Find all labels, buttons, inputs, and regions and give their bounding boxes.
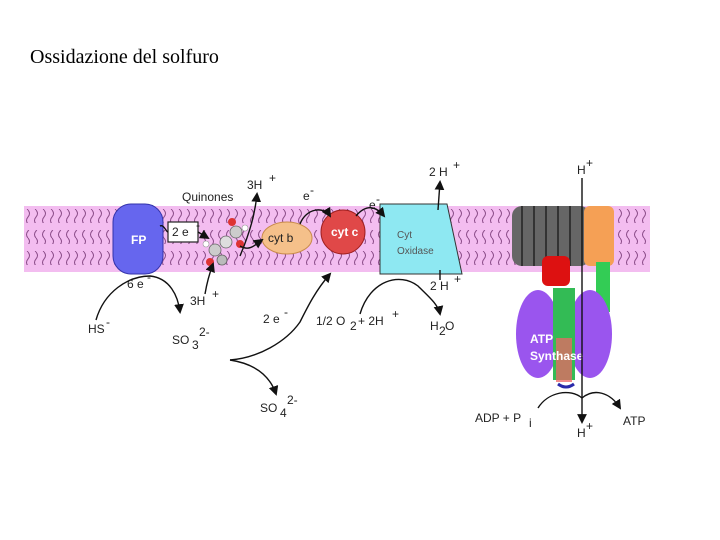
two-e-bottom: 2 e - — [263, 305, 288, 326]
svg-text:2-: 2- — [199, 325, 210, 339]
flavoprotein-fp: FP — [112, 203, 164, 275]
svg-text:+: + — [392, 307, 399, 321]
svg-text:e: e — [303, 189, 310, 203]
three-h-top: 3H + — [247, 171, 276, 192]
six-e: 6 e - — [127, 270, 151, 291]
three-h-bottom: 3H + — [190, 287, 219, 308]
cyt-oxidase-label-2: Oxidase — [397, 246, 434, 257]
slide-title: Ossidazione del solfuro — [30, 46, 219, 68]
svg-text:-: - — [106, 315, 110, 329]
svg-text:-: - — [196, 218, 200, 232]
svg-text:ADP + P: ADP + P — [475, 411, 521, 425]
svg-text:H: H — [577, 163, 586, 177]
atp-synthase-label-2: Synthase — [530, 349, 584, 363]
svg-text:4: 4 — [280, 406, 287, 420]
h-top: H + — [577, 156, 593, 177]
h-bottom: H + — [577, 419, 593, 440]
two-electron-box: 2 e - — [167, 218, 200, 243]
svg-text:H: H — [577, 426, 586, 440]
svg-text:2-: 2- — [287, 393, 298, 407]
svg-text:2 e: 2 e — [263, 312, 280, 326]
two-h-top: 2 H + — [429, 158, 460, 179]
cyt-b-label: cyt b — [268, 231, 294, 245]
svg-text:+: + — [269, 171, 276, 185]
svg-text:HS: HS — [88, 322, 105, 336]
svg-text:3H: 3H — [190, 294, 205, 308]
two-e-label: 2 e — [172, 225, 189, 239]
svg-text:+: + — [586, 419, 593, 433]
svg-text:2 H: 2 H — [430, 279, 449, 293]
quinones-label: Quinones — [182, 190, 233, 204]
atp-synthase: ATP Synthase — [512, 206, 614, 389]
svg-text:2 H: 2 H — [429, 165, 448, 179]
svg-text:+: + — [212, 287, 219, 301]
svg-text:-: - — [310, 183, 314, 197]
sulfate: SO 4 2- — [260, 393, 298, 420]
sulfite: SO 3 2- — [172, 325, 210, 352]
electron-label-1: e - — [303, 183, 314, 203]
svg-text:-: - — [147, 270, 151, 284]
svg-text:-: - — [376, 192, 380, 206]
adp-pi: ADP + P i — [475, 411, 532, 430]
oxygen-reaction: 1/2 O 2 + 2H + — [316, 307, 399, 333]
water: H 2 O — [430, 319, 454, 338]
svg-text:+: + — [454, 272, 461, 286]
cytochrome-oxidase: Cyt Oxidase — [379, 203, 463, 275]
svg-text:+: + — [586, 156, 593, 170]
cyt-c-label: cyt c — [331, 225, 359, 239]
svg-text:O: O — [445, 319, 454, 333]
svg-text:6 e: 6 e — [127, 277, 144, 291]
svg-text:-: - — [284, 305, 288, 319]
svg-text:3H: 3H — [247, 178, 262, 192]
svg-text:e: e — [369, 198, 376, 212]
atp-synthase-label-1: ATP — [530, 332, 553, 346]
cytochrome-b: cyt b — [261, 221, 313, 255]
atp-product: ATP — [623, 414, 645, 428]
svg-text:+ 2H: + 2H — [358, 314, 384, 328]
cytochrome-c: cyt c — [320, 209, 366, 255]
svg-text:H: H — [430, 319, 439, 333]
svg-text:SO: SO — [260, 401, 277, 415]
two-h-bottom: 2 H + — [430, 272, 461, 293]
svg-text:2: 2 — [439, 324, 446, 338]
hs-minus: HS - — [88, 315, 110, 336]
svg-text:+: + — [453, 158, 460, 172]
fp-label: FP — [131, 233, 146, 247]
svg-text:i: i — [529, 416, 532, 430]
svg-text:1/2 O: 1/2 O — [316, 314, 345, 328]
svg-text:SO: SO — [172, 333, 189, 347]
cyt-oxidase-label-1: Cyt — [397, 230, 412, 241]
quinone-molecule — [202, 218, 249, 266]
svg-text:ATP: ATP — [623, 414, 645, 428]
electron-label-2: e - — [369, 192, 380, 212]
flow-arrows — [95, 178, 622, 424]
svg-text:3: 3 — [192, 338, 199, 352]
svg-text:2: 2 — [350, 319, 357, 333]
